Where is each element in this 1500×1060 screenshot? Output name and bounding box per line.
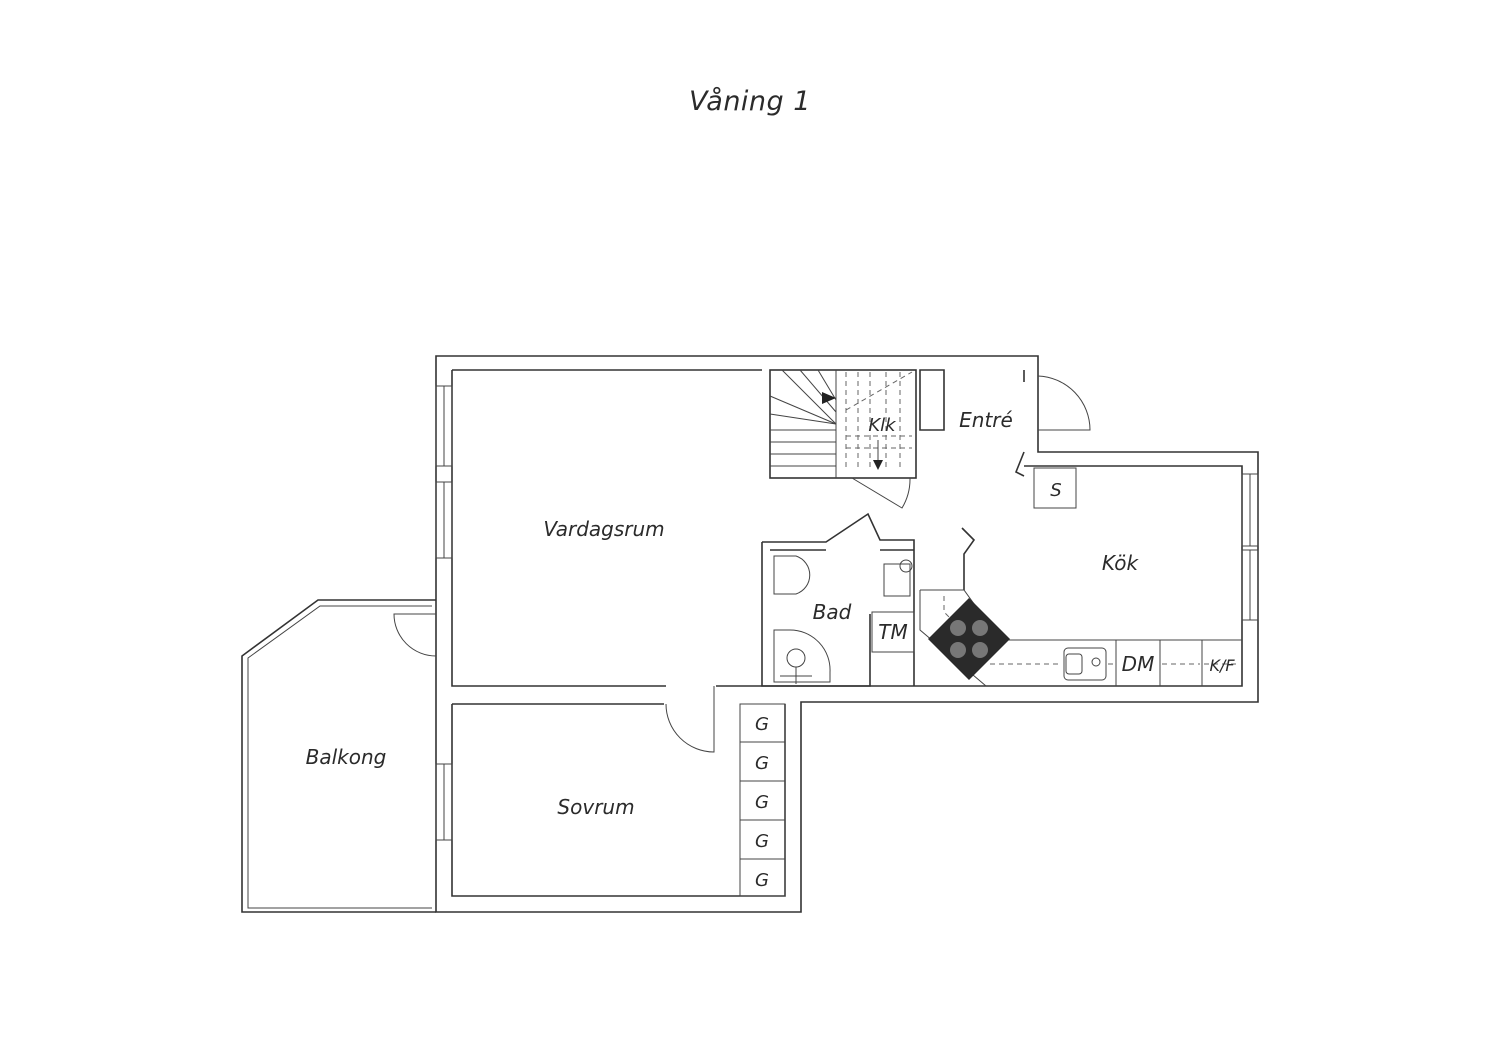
room-label-vardagsrum: Vardagsrum [543, 517, 664, 541]
closet-door [851, 477, 911, 509]
floor-title: Våning 1 [689, 86, 811, 117]
wardrobes [739, 703, 786, 897]
dishwasher-label: DM [1122, 652, 1155, 676]
bathroom [761, 512, 915, 687]
room-label-kok: Kök [1102, 551, 1140, 575]
bedroom-door [665, 686, 715, 753]
outer-walls [435, 355, 1259, 913]
wardrobe-label: G [755, 831, 769, 852]
fridge-label: K/F [1209, 656, 1235, 675]
entrance [919, 369, 1091, 509]
washer-label: TM [878, 620, 907, 644]
room-label-entre: Entré [959, 408, 1013, 432]
storage-label: S [1050, 480, 1061, 501]
kitchen [919, 527, 1242, 687]
room-label-bad: Bad [813, 600, 852, 624]
staircase [769, 369, 917, 479]
room-label-klk: Klk [868, 415, 897, 436]
wardrobe-label: G [755, 753, 769, 774]
balcony [241, 599, 437, 913]
wardrobe-label: G [755, 870, 769, 891]
room-label-balkong: Balkong [306, 745, 387, 769]
room-label-sovrum: Sovrum [557, 795, 634, 819]
wardrobe-label: G [755, 792, 769, 813]
wardrobe-label: G [755, 714, 769, 735]
windows [435, 385, 1259, 841]
